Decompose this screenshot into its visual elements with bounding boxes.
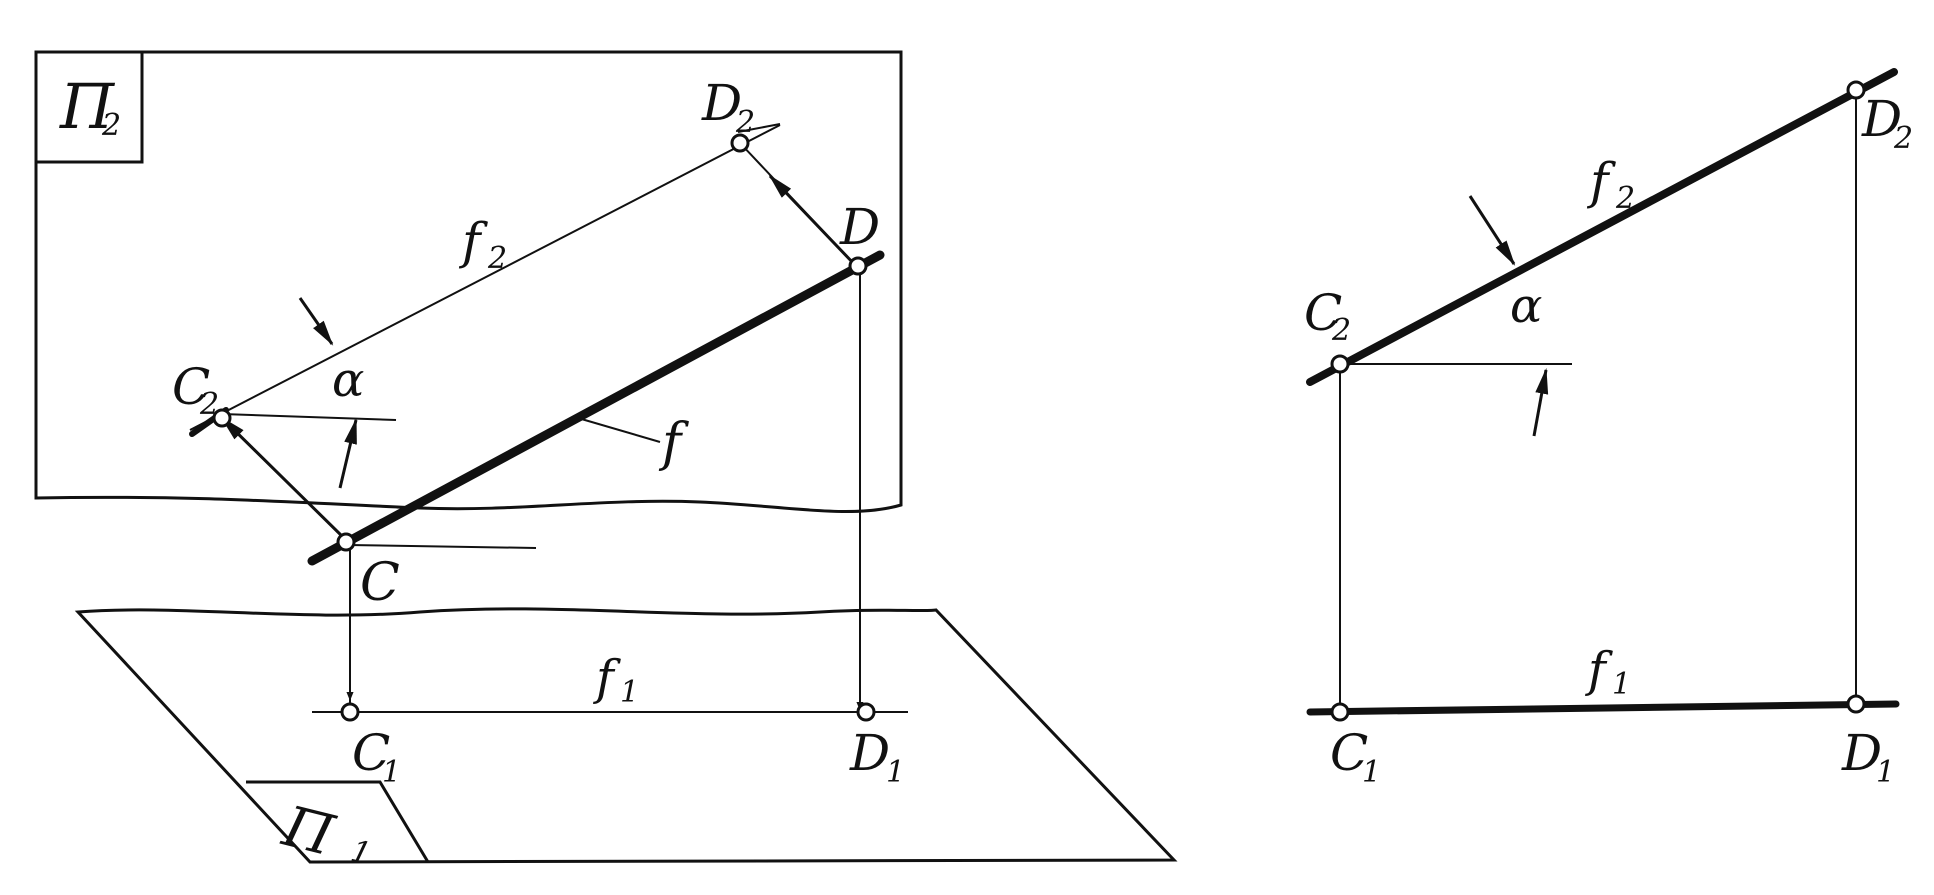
svg-text:1: 1 [886, 755, 905, 790]
label-c: C [360, 553, 400, 613]
line-f [307, 250, 885, 566]
point-d1 [856, 702, 876, 722]
svg-text:1: 1 [1612, 667, 1631, 702]
label-f: f [658, 413, 689, 473]
label-f2: f 2 [458, 212, 507, 276]
svg-text:1: 1 [1362, 755, 1381, 790]
plane-pi1-label: Π 1 [276, 794, 375, 872]
horizontal-at-c2 [221, 413, 397, 421]
svg-text:2: 2 [1893, 121, 1913, 156]
svg-text:C: C [1330, 724, 1368, 782]
label-alpha-left: α [332, 352, 364, 408]
right-angle-arrow-lower [1532, 367, 1549, 437]
label-d: D [839, 198, 880, 256]
plane-pi2-label-box [34, 50, 144, 164]
svg-text:C: C [352, 724, 390, 782]
svg-text:2: 2 [199, 387, 219, 422]
point-d2 [730, 133, 750, 153]
label-d1: D 1 [849, 724, 905, 790]
point-c2 [212, 408, 232, 428]
svg-text:D: D [701, 74, 742, 132]
right-angle-arrow-upper [1468, 195, 1516, 266]
svg-text:D: D [1841, 724, 1882, 782]
plane-pi2-outline [34, 50, 903, 514]
left-view: Π 2 Π 1 [34, 50, 1178, 872]
right-label-f2: f 2 [1586, 152, 1635, 216]
right-point-d2 [1846, 80, 1866, 100]
svg-text:Π: Π [276, 794, 341, 869]
angle-arrow-upper-left [298, 297, 334, 346]
svg-text:1: 1 [382, 755, 401, 790]
ray-c-to-c2-rest [221, 417, 347, 541]
line-f2 [189, 124, 781, 431]
right-label-c1: C 1 [1330, 724, 1381, 790]
svg-text:f: f [1585, 642, 1613, 698]
plane-pi2-label: Π 2 [59, 70, 121, 143]
label-c2: C 2 [172, 358, 219, 422]
plane-pi1-outline [74, 607, 1178, 864]
right-point-d1 [1846, 694, 1866, 714]
svg-text:D: D [839, 198, 880, 256]
ray-d-to-d2-arrow [768, 174, 858, 268]
svg-text:f: f [1586, 152, 1616, 210]
right-point-c2 [1330, 354, 1350, 374]
svg-text:D: D [1861, 90, 1902, 148]
right-label-f1: f 1 [1585, 642, 1631, 702]
svg-text:f: f [458, 212, 488, 270]
right-view: D 2 f 2 C 2 α f 1 C 1 D 1 [1304, 68, 1913, 790]
svg-text:2: 2 [101, 108, 121, 143]
svg-text:2: 2 [487, 241, 507, 276]
label-c1: C 1 [352, 724, 401, 790]
right-line-f2 [1306, 68, 1898, 386]
right-label-d1: D 1 [1841, 724, 1895, 790]
angle-arrow-lower-left [338, 417, 358, 489]
point-c1 [340, 702, 360, 722]
plane-pi2-subscript: 2 [101, 108, 121, 143]
point-d [848, 256, 868, 276]
horizontal-at-c [347, 544, 537, 549]
svg-text:C: C [1304, 284, 1342, 342]
plane-pi1-symbol: Π [276, 794, 341, 869]
svg-text:1: 1 [347, 834, 374, 873]
svg-text:2: 2 [735, 105, 755, 140]
svg-text:2: 2 [1331, 313, 1351, 348]
right-label-alpha: α [1510, 278, 1542, 334]
plane-pi1-subscript: 1 [347, 834, 374, 873]
svg-text:f: f [593, 650, 621, 706]
svg-text:Π: Π [59, 70, 116, 143]
svg-text:C: C [172, 358, 210, 416]
point-c [336, 532, 356, 552]
right-label-d2: D 2 [1861, 90, 1913, 156]
label-f1: f 1 [593, 650, 639, 710]
plane-pi2-symbol: Π [59, 70, 116, 143]
leader-f [577, 417, 661, 443]
right-point-c1 [1330, 702, 1350, 722]
right-line-f1 [1306, 700, 1900, 716]
svg-text:2: 2 [1615, 181, 1635, 216]
stub-d2 [737, 123, 781, 133]
svg-text:D: D [849, 724, 890, 782]
svg-text:1: 1 [1876, 755, 1895, 790]
svg-text:1: 1 [620, 675, 639, 710]
label-d2: D 2 [701, 74, 755, 140]
plane-pi1-label-box [246, 780, 430, 863]
right-label-c2: C 2 [1304, 284, 1351, 348]
